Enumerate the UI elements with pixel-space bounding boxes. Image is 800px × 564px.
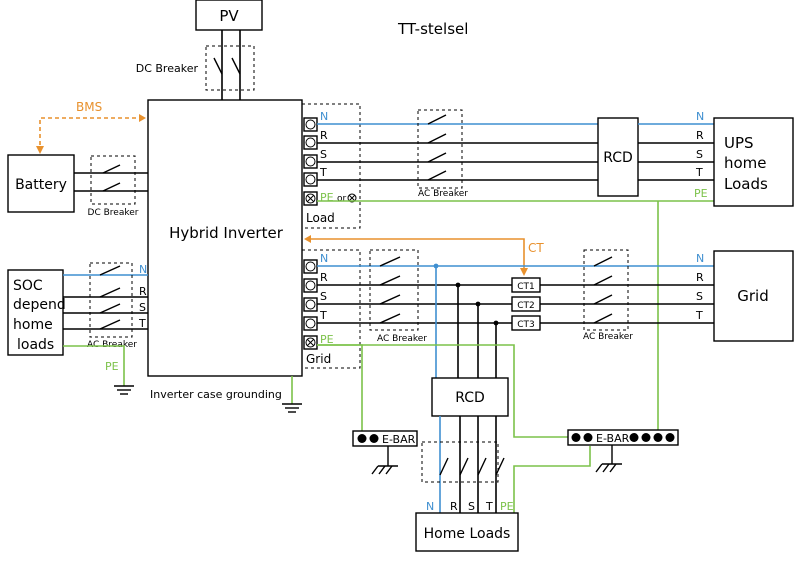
home-breaker [421,441,499,483]
load-ac-breaker-label: AC Breaker [418,189,468,199]
soc-line-4: loads [17,337,54,353]
load-term-n: N [320,110,328,123]
grid-term-pe: PE [320,333,334,346]
grid-term-n: N [320,252,328,265]
ct1-box [511,277,541,293]
soc-ac-breaker [89,262,133,338]
ct3-box [511,315,541,331]
ct2-label: CT2 [517,301,535,311]
battery-label: Battery [15,177,67,193]
load-terminal-block [301,103,361,229]
diagram-title: TT-stelsel [397,20,468,38]
grid-ac-breaker-1-label: AC Breaker [377,334,427,344]
grid-box [713,250,794,342]
soc-term-t: T [138,317,146,330]
pv-box [195,0,263,31]
load-label: Load [306,211,335,225]
pv-dc-breaker-label: DC Breaker [136,62,199,75]
battery-dc-breaker-label: DC Breaker [88,208,139,218]
bms-label: BMS [76,100,102,114]
home-term-t: T [485,500,493,513]
grid-side-term-s: S [696,290,703,303]
ups-line-1: UPS [724,134,754,152]
grid-side-term-r: R [696,271,704,284]
home-term-n: N [426,500,434,513]
pv-dc-breaker [205,45,255,91]
load-ac-breaker [417,109,463,189]
ups-term-t: T [695,166,703,179]
grid-side-term-t: T [695,309,703,322]
hybrid-inverter-box [147,99,303,377]
pv-label: PV [219,7,239,25]
left-ebar-label: E-BAR [382,433,416,446]
soc-term-n: N [139,263,147,276]
ups-line-2: home [724,154,767,172]
home-loads-label: Home Loads [424,526,511,542]
soc-ac-breaker-label: AC Breaker [87,340,137,350]
left-ebar [352,430,418,447]
grid-label: Grid [306,352,331,366]
ct2-box [511,296,541,312]
soc-line-1: SOC [13,278,43,294]
grid-ac-breaker-2 [583,249,629,331]
ups-term-pe: PE [694,187,708,200]
inverter-grounding-label: Inverter case grounding [150,388,282,401]
grid-term-r: R [320,271,328,284]
load-term-r: R [320,129,328,142]
ups-line-3: Loads [724,175,768,193]
battery-box [7,154,75,213]
grid-terminal-block [301,249,361,369]
ups-term-s: S [696,148,703,161]
soc-line-2: depend [13,297,66,313]
home-term-pe: PE [500,500,514,513]
hybrid-inverter-label: Hybrid Inverter [169,224,284,242]
grid-ac-breaker-1 [369,249,419,331]
soc-term-r: R [139,285,147,298]
soc-term-s: S [139,301,146,314]
load-term-t: T [319,166,327,179]
home-term-r: R [450,500,458,513]
ups-rcd-label: RCD [603,150,633,166]
grid-side-term-n: N [696,252,704,265]
ups-loads-box [713,117,794,207]
ups-term-r: R [696,129,704,142]
ct-label: CT [528,241,544,255]
grid-box-label: Grid [737,287,768,305]
home-rcd-label: RCD [455,390,485,406]
grid-term-s: S [320,290,327,303]
soc-pe-label: PE [105,360,119,373]
load-term-s: S [320,148,327,161]
ct1-label: CT1 [517,282,535,292]
grid-term-t: T [319,309,327,322]
home-term-s: S [468,500,475,513]
load-term-pe: PE [320,191,334,204]
right-ebar-label: E-BAR [596,432,630,445]
ct3-label: CT3 [517,320,535,330]
load-or-label: or [337,194,347,204]
right-ebar [567,429,679,446]
grid-ac-breaker-2-label: AC Breaker [583,332,633,342]
ups-rcd-box [597,117,639,197]
battery-dc-breaker [90,155,136,205]
soc-line-3: home [13,317,53,333]
home-rcd-box [431,377,509,417]
ups-term-n: N [696,110,704,123]
home-loads-box [415,512,519,552]
